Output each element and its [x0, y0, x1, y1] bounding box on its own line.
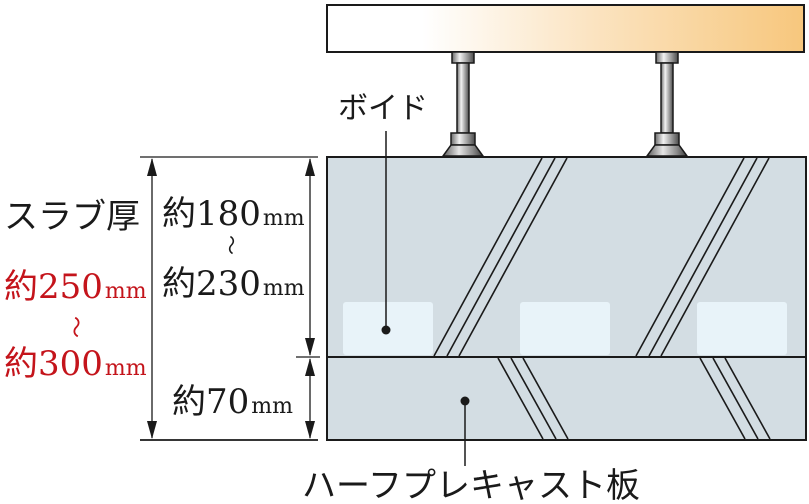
- total-thickness-dimension: [147, 158, 157, 439]
- lower-unit: mm: [251, 394, 293, 419]
- upper-thickness-dimension: [305, 158, 315, 356]
- half-precast-plank: [326, 356, 807, 441]
- upper-max-value: 約230: [162, 264, 261, 304]
- slab-thickness-min: 約250mm: [4, 267, 147, 307]
- slab-thickness-tilde: ～: [62, 316, 87, 338]
- void-label: ボイド: [338, 91, 428, 126]
- slab-thickness-title: スラブ厚: [4, 197, 140, 237]
- upper-max-unit: mm: [263, 276, 305, 301]
- lower-break-lines-2: [699, 357, 771, 440]
- slab-thickness-min-value: 約250: [4, 267, 103, 307]
- support-post-1: [441, 51, 485, 157]
- upper-break-lines-1: [433, 157, 568, 357]
- lower-break-lines-1: [497, 357, 569, 440]
- upper-min-unit: mm: [263, 206, 305, 231]
- void-block-3: [697, 302, 787, 355]
- void-block-2: [520, 302, 610, 355]
- upper-thickness-max: 約230mm: [162, 264, 305, 304]
- support-post-2: [645, 51, 689, 157]
- slab-thickness-max-value: 約300: [4, 344, 103, 384]
- lower-value: 約70: [172, 382, 249, 422]
- slab-thickness-max: 約300mm: [4, 344, 147, 384]
- half-precast-label: ハーフプレキャスト板: [302, 466, 640, 504]
- upper-break-lines-2: [635, 157, 770, 357]
- upper-thickness-min: 約180mm: [162, 194, 305, 234]
- slab-thickness-min-unit: mm: [105, 279, 147, 304]
- slab-thickness-max-unit: mm: [105, 356, 147, 381]
- upper-thickness-tilde: ～: [219, 235, 243, 255]
- half-precast-leader: [460, 396, 470, 466]
- lower-thickness-dimension: [305, 358, 315, 439]
- void-leader: [381, 131, 391, 335]
- lower-thickness: 約70mm: [172, 382, 293, 422]
- upper-min-value: 約180: [162, 194, 261, 234]
- floor-board: [326, 4, 805, 53]
